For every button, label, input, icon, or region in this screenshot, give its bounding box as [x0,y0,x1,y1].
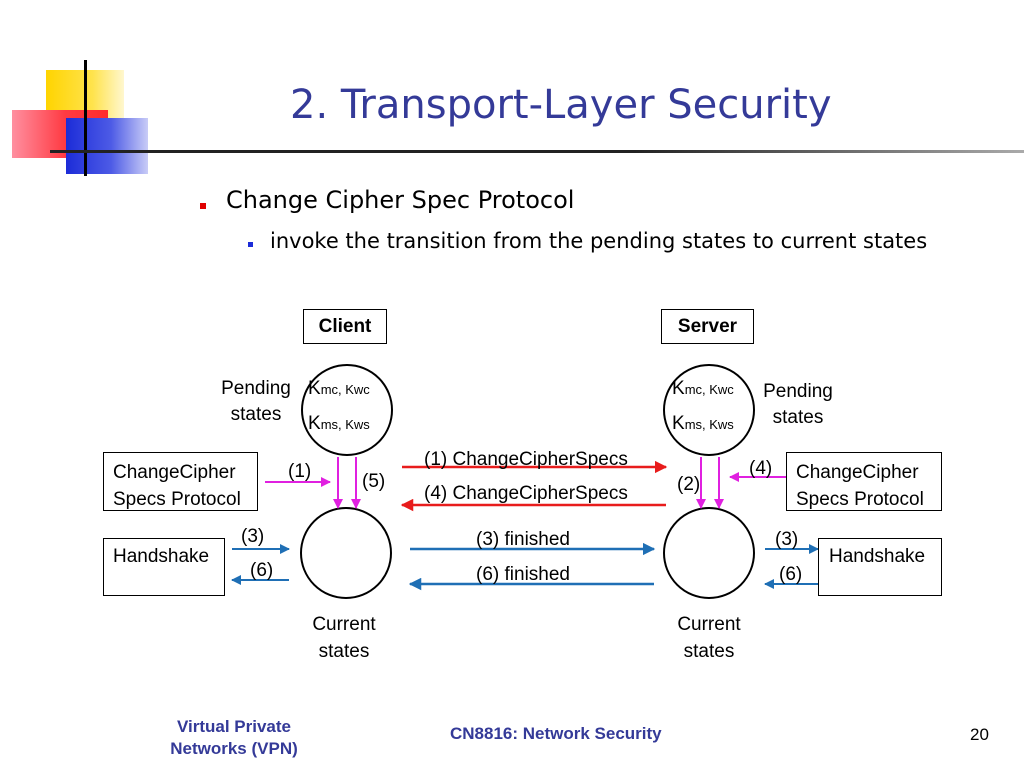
logo-vertical-line [84,60,87,176]
server-pending-circle [663,364,755,456]
client-pending-circle [301,364,393,456]
bullet-main-text: Change Cipher Spec Protocol [226,186,575,214]
msg-finished-6: (6) finished [476,564,570,585]
step-server-6: (6) [779,564,803,585]
logo-blue-square [66,118,148,174]
server-key-ms: Kms, Kws [672,413,734,434]
step-server-3: (3) [775,529,799,550]
msg-ccs-4: (4) ChangeCipherSpecs [424,483,628,504]
client-handshake-label: Handshake [113,546,210,567]
step-client-1: (1) [288,461,312,482]
client-key-ms: Kms, Kws [308,413,370,434]
step-client-5: (5) [362,471,386,492]
server-label-box: Server [661,309,754,344]
msg-ccs-1: (1) ChangeCipherSpecs [424,449,628,470]
sub-bullet-square-icon [248,242,253,247]
server-handshake-box [818,538,942,596]
client-key-mc: Kmc, Kwc [308,378,370,399]
client-handshake-box [103,538,225,596]
page-number: 20 [970,725,989,744]
bullet-sub-text: invoke the transition from the pending s… [270,229,928,253]
server-current-circle [663,507,755,599]
slide-title: 2. Transport-Layer Security [290,82,832,128]
step-client-3: (3) [241,526,265,547]
step-server-4: (4) [749,458,773,479]
server-ccs-protocol-box [786,452,942,511]
client-ccs-protocol-box [103,452,258,511]
footer-center: CN8816: Network Security [450,724,662,743]
title-rule [50,150,1024,153]
step-client-6: (6) [250,560,274,581]
server-handshake-label: Handshake [829,546,926,567]
step-server-2: (2) [677,474,701,495]
msg-finished-3: (3) finished [476,529,570,550]
client-label-box: Client [303,309,387,344]
client-current-circle [300,507,392,599]
server-key-mc: Kmc, Kwc [672,378,734,399]
bullet-square-icon [200,203,206,209]
